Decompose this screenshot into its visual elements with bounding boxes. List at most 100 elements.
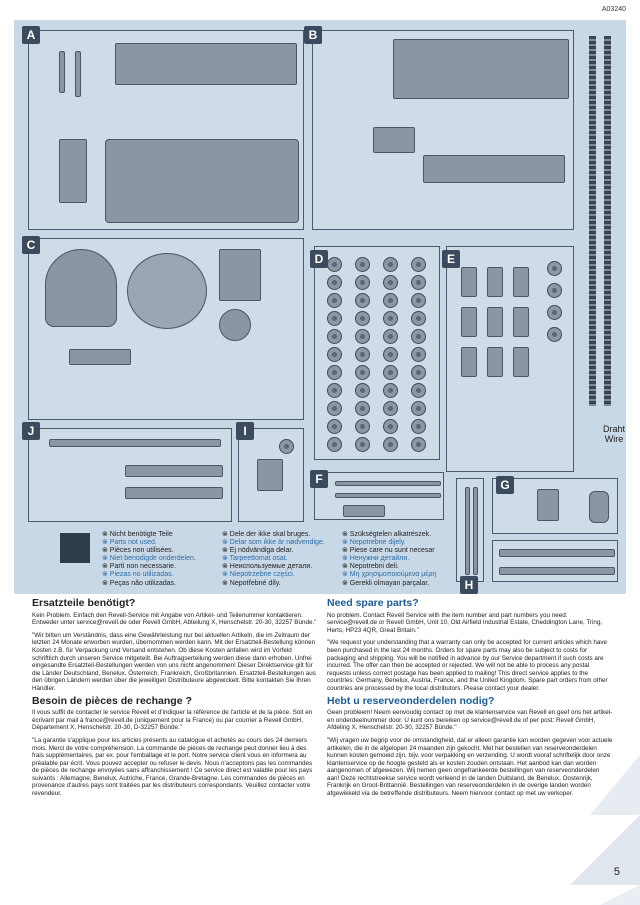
sprue-c: [28, 238, 304, 420]
decorative-triangles: [570, 755, 640, 905]
legend-entry: ⊗ Niet benodigde onderdelen.: [102, 555, 196, 563]
part-i-wheel: [279, 439, 294, 454]
sprue-f: [314, 472, 444, 520]
part-f-plate: [343, 505, 385, 517]
sprue-label-a: A: [22, 26, 40, 44]
road-wheel: [327, 401, 342, 416]
sprue-g: [492, 478, 618, 534]
road-wheel: [355, 347, 370, 362]
part-fenders: [373, 127, 415, 153]
road-wheel: [327, 257, 342, 272]
para-fr-2: "La garantie s'applique pour les article…: [32, 736, 313, 798]
road-wheel: [327, 275, 342, 290]
road-wheel: [383, 347, 398, 362]
road-wheel: [327, 419, 342, 434]
sprue-label-i: I: [236, 422, 254, 440]
legend-entry: ⊗ Piese care nu sunt necesar: [342, 547, 435, 555]
road-wheel: [383, 383, 398, 398]
legend-entry: ⊗ Gerekli olmayan parçalar.: [342, 579, 430, 587]
sprue-label-h: H: [460, 576, 478, 594]
road-wheel: [411, 329, 426, 344]
road-wheel: [355, 365, 370, 380]
sprue-j: [28, 428, 232, 522]
part-turret-details: [219, 249, 261, 301]
part-f-rod: [335, 481, 441, 486]
road-wheel: [355, 293, 370, 308]
small-part: [513, 347, 529, 377]
sprue-label-b: B: [304, 26, 322, 44]
col-left: Ersatzteile benötigt? Kein Problem. Einf…: [32, 598, 318, 803]
wire-label-line2: Wire: [604, 434, 624, 444]
legend-entry: ⊗ Nepotrebne dijely.: [342, 539, 406, 547]
legend-entry: ⊗ Неиспользуемые детали.: [222, 563, 313, 571]
part-small-plate: [59, 139, 87, 203]
part-h-rod: [465, 487, 470, 575]
part-turret-top: [45, 249, 117, 327]
part-side-skirts: [423, 155, 565, 183]
title-nl: Hebt u reserveonderdelen nodig?: [327, 694, 495, 707]
sprue-barrels: [492, 540, 618, 582]
part-rods: [59, 51, 65, 93]
sprue-e: [446, 246, 574, 472]
part-long-bar-3: [125, 487, 223, 499]
track-left: [589, 36, 596, 406]
para-de-1: Kein Problem. Einfach den Revell-Service…: [32, 611, 317, 627]
road-wheel: [383, 311, 398, 326]
sprue-label-g: G: [496, 476, 514, 494]
part-hull-deck: [105, 139, 299, 223]
legend-col-2: ⊗ Dele der ikke skal bruges.⊗ Delar som …: [222, 531, 325, 588]
road-wheel: [327, 293, 342, 308]
road-wheel: [327, 311, 342, 326]
part-hull-bottom: [393, 39, 569, 99]
road-wheel: [383, 401, 398, 416]
legend-entry: ⊗ Pièces non utilisées.: [102, 547, 174, 555]
sprue-h: [456, 478, 484, 582]
sprue-label-e: E: [442, 250, 460, 268]
wire-label-line1: Draht: [602, 424, 625, 434]
sprue-label-c: C: [22, 236, 40, 254]
road-wheel: [355, 257, 370, 272]
para-nl-1: Geen probleem! Neem eenvoudig contact op…: [327, 709, 613, 732]
legend-entry: ⊗ Ненужни детайли.: [342, 555, 410, 563]
road-wheel: [327, 383, 342, 398]
road-wheel: [411, 401, 426, 416]
road-wheel: [411, 347, 426, 362]
small-part: [461, 347, 477, 377]
road-wheel: [327, 365, 342, 380]
legend-entry: ⊗ Parts not used.: [102, 539, 157, 547]
part-h-rod-2: [473, 487, 478, 575]
legend-entry: ⊗ Piezas no utilizadas.: [102, 571, 174, 579]
road-wheel: [355, 329, 370, 344]
part-i-block: [257, 459, 283, 491]
road-wheel: [411, 311, 426, 326]
legend-entry: ⊗ Szükségtelen alkatrészek.: [342, 531, 432, 538]
part-barrel-2: [499, 567, 615, 575]
para-fr-1: Il vous suffit de contacter le service R…: [32, 709, 313, 732]
road-wheel: [383, 293, 398, 308]
unused-parts-swatch: [60, 533, 90, 563]
parts-sheet: A B Draht Wire C D E J I: [14, 20, 626, 594]
part-f-rod-2: [335, 493, 441, 498]
drive-sprocket: [547, 305, 562, 320]
sprue-d: [314, 246, 440, 460]
legend-entry: ⊗ Ej nödvändiga delar.: [222, 547, 294, 555]
road-wheel: [411, 419, 426, 434]
legend-entry: ⊗ Dele der ikke skal bruges.: [222, 531, 311, 538]
page-number: 5: [613, 866, 620, 878]
legend-entry: ⊗ Nepotřebné díly.: [222, 579, 281, 587]
road-wheel: [411, 257, 426, 272]
part-small-hatch: [219, 309, 251, 341]
legend-entry: ⊗ Μη χρησιμοποιούμενα μέρη: [342, 571, 437, 579]
sprue-label-d: D: [310, 250, 328, 268]
road-wheel: [327, 347, 342, 362]
drive-sprocket: [547, 283, 562, 298]
para-en-2: "We request your understanding that a wa…: [327, 639, 608, 692]
road-wheel: [383, 419, 398, 434]
part-hull-top: [115, 43, 297, 85]
col-right: Need spare parts? No problem. Contact Re…: [327, 598, 613, 803]
legend-entry: ⊗ Delar som ikke är nødvendige.: [222, 539, 325, 547]
part-long-bar-2: [125, 465, 223, 477]
legend-col-3: ⊗ Szükségtelen alkatrészek.⊗ Nepotrebne …: [342, 531, 436, 588]
small-part: [487, 347, 503, 377]
road-wheel: [355, 275, 370, 290]
